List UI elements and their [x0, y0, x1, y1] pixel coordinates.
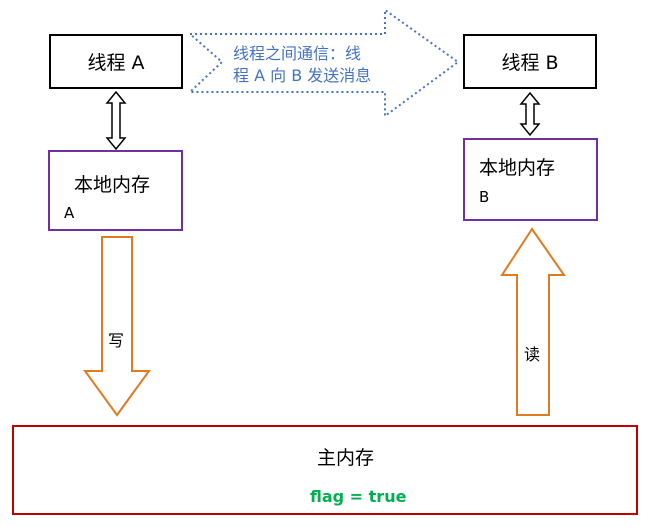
local-memory-b-id: B [479, 188, 490, 206]
write-label: 写 [108, 331, 125, 350]
communication-line-1: 线程之间通信：线 [233, 44, 362, 63]
write-arrow [83, 236, 151, 417]
thread-b-box: 线程 B [463, 34, 597, 89]
communication-text: 线程之间通信：线 程 A 向 B 发送消息 [233, 43, 371, 87]
communication-line-2: 程 A 向 B 发送消息 [233, 66, 372, 85]
double-arrow-b [519, 91, 541, 137]
read-arrow [500, 227, 566, 416]
local-memory-b-title: 本地内存 [479, 157, 556, 179]
double-arrow-a [105, 90, 127, 151]
local-memory-a-box: 本地内存 A [48, 150, 183, 231]
thread-b-label: 线程 B [501, 52, 559, 74]
local-memory-a-title: 本地内存 [74, 174, 151, 196]
flag-value: flag = true [310, 487, 407, 506]
local-memory-a-id: A [64, 204, 75, 222]
read-label: 读 [524, 345, 541, 364]
main-memory-label: 主内存 [317, 447, 375, 469]
local-memory-b-box: 本地内存 B [463, 138, 598, 221]
thread-a-label: 线程 A [87, 52, 145, 74]
thread-a-box: 线程 A [49, 34, 183, 89]
main-memory-box: 主内存 flag = true [12, 425, 638, 515]
